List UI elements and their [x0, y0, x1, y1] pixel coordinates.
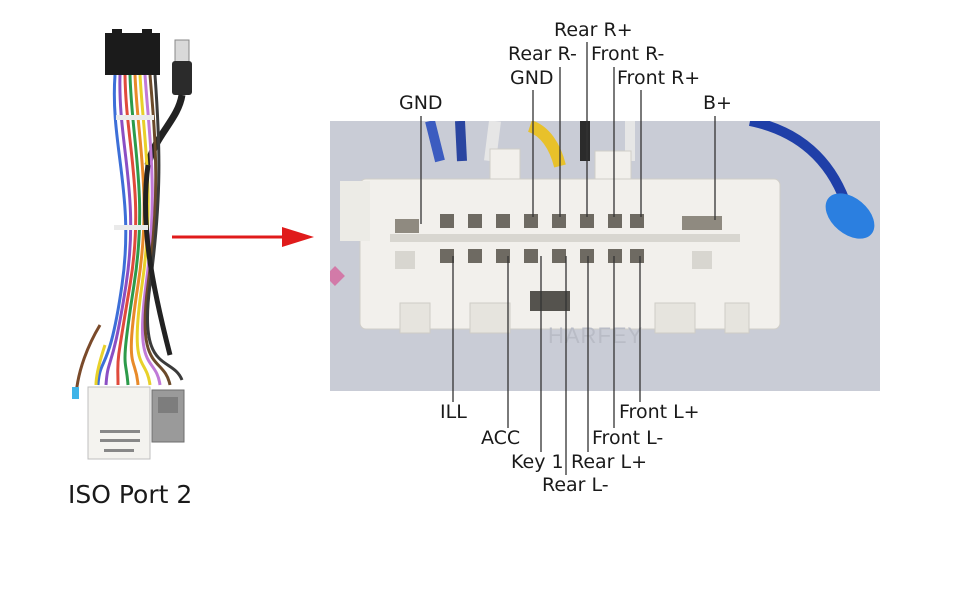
- label-acc: ACC: [481, 427, 521, 449]
- label-rear-l-plus: Rear L+: [571, 451, 648, 473]
- connector-photo: HARFEY: [330, 121, 880, 391]
- caption-iso-port: ISO Port 2: [68, 480, 193, 509]
- label-b-plus: B+: [703, 92, 732, 114]
- harness-grey-connector: [151, 389, 185, 443]
- label-rear-r-plus: Rear R+: [554, 19, 633, 41]
- label-front-r-minus: Front R-: [591, 43, 665, 65]
- label-key-1: Key 1: [511, 451, 564, 473]
- label-front-r-plus: Front R+: [617, 67, 701, 89]
- harness-top-connector: [105, 33, 160, 75]
- pin-row-bottom: [395, 249, 712, 269]
- label-gnd-upper: GND: [510, 67, 554, 89]
- pin-row-top: [395, 214, 722, 233]
- pointer-arrow: [172, 227, 314, 247]
- harness-pin-tip: [72, 387, 79, 399]
- wire-bundle: [74, 74, 184, 396]
- label-ill: ILL: [440, 401, 467, 423]
- label-rear-r-minus: Rear R-: [508, 43, 577, 65]
- harness-bottom-connector: [87, 386, 151, 460]
- harness-illustration: [72, 29, 192, 460]
- label-front-l-plus: Front L+: [619, 401, 700, 423]
- label-rear-l-minus: Rear L-: [542, 474, 609, 496]
- label-front-l-minus: Front L-: [592, 427, 664, 449]
- label-gnd-left: GND: [399, 92, 443, 114]
- watermark: HARFEY: [548, 323, 643, 348]
